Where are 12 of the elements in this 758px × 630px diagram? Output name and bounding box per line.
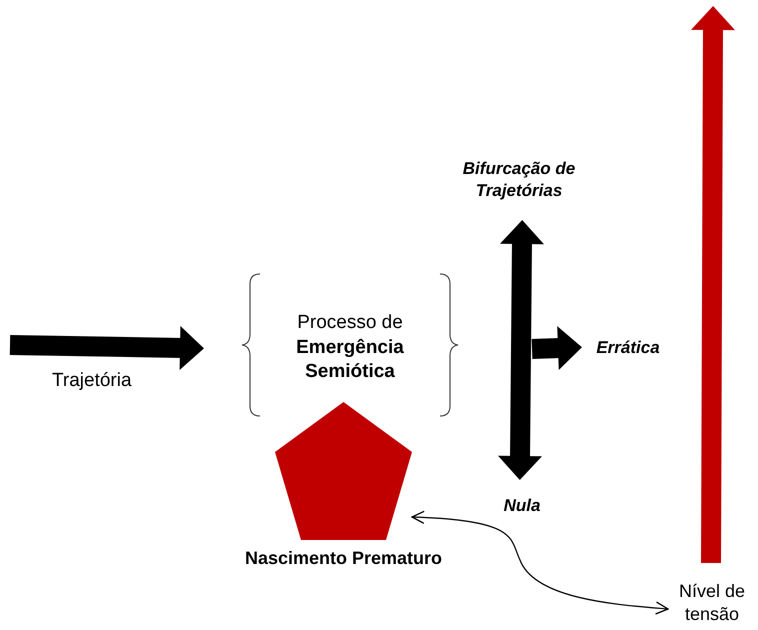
branch-label: Bifurcação de Trajetórias: [462, 158, 576, 202]
process-label: Processo de Emergência Semiótica: [295, 310, 405, 384]
arrow: [691, 6, 735, 564]
arrow: [532, 326, 582, 370]
arrow: [498, 220, 544, 480]
arrow: [411, 510, 669, 615]
edge-label: Trajetória: [52, 370, 132, 392]
branch-label: Errática: [596, 336, 660, 359]
arrow: [10, 326, 204, 370]
branch-label: Nula: [504, 494, 540, 517]
axis-label: Nível de tensão: [678, 580, 746, 626]
shape-caption: Nascimento Prematuro: [244, 548, 442, 569]
